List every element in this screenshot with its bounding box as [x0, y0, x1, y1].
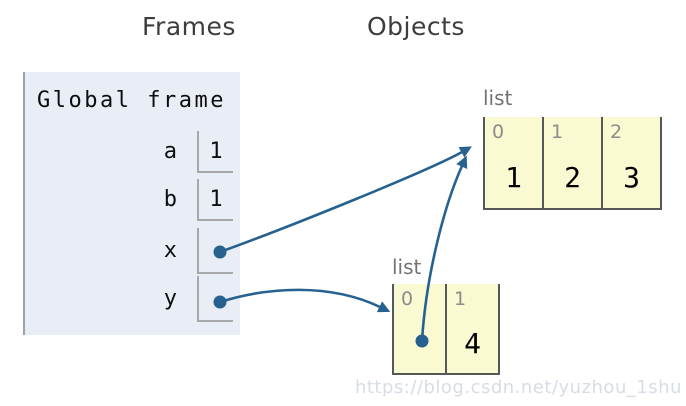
frames-column-header: Frames — [142, 12, 236, 41]
global-frame-title: Global frame — [37, 88, 226, 113]
cell-value: 1 — [505, 161, 522, 194]
heap-object-list1: 0 1 1 2 2 3 — [483, 117, 662, 210]
pointer-arrow-x-to-list1 — [218, 146, 472, 254]
variable-value-pointer-cell — [197, 276, 233, 322]
variable-row-x: x — [100, 228, 233, 274]
pointer-arrow-y-to-list2 — [218, 288, 391, 313]
cell-index: 1 — [551, 121, 564, 143]
objects-column-header: Objects — [367, 12, 465, 41]
cell-index: 1 — [454, 288, 467, 310]
variable-row-b: b 1 — [100, 179, 233, 221]
list-cell: 1 2 — [542, 117, 601, 208]
cell-index: 0 — [492, 121, 505, 143]
variable-row-y: y — [100, 276, 233, 322]
variable-name: b — [163, 187, 177, 212]
cell-index: 0 — [401, 288, 414, 310]
list-cell: 1 4 — [445, 284, 500, 373]
object-type-label-list1: list — [483, 86, 513, 110]
heap-object-list2: 0 1 4 — [392, 284, 500, 375]
list-cell: 2 3 — [601, 117, 662, 208]
watermark: https://blog.csdn.net/yuzhou_1shu — [354, 377, 682, 398]
variable-name: y — [163, 286, 177, 311]
object-type-label-list2: list — [392, 255, 422, 279]
cell-value: 4 — [464, 327, 481, 360]
variable-value-pointer-cell — [197, 228, 233, 274]
list-cell-pointer: 0 — [392, 284, 445, 373]
cell-index: 2 — [610, 121, 623, 143]
variable-value: 1 — [197, 179, 233, 221]
cell-value: 3 — [623, 161, 640, 194]
cell-value-pointer — [394, 314, 445, 373]
variable-row-a: a 1 — [100, 131, 233, 173]
list-cell: 0 1 — [483, 117, 542, 208]
cell-value: 2 — [564, 161, 581, 194]
variable-value: 1 — [197, 131, 233, 173]
variable-name: x — [163, 238, 177, 263]
variable-name: a — [163, 139, 177, 164]
global-frame-box — [23, 72, 240, 335]
